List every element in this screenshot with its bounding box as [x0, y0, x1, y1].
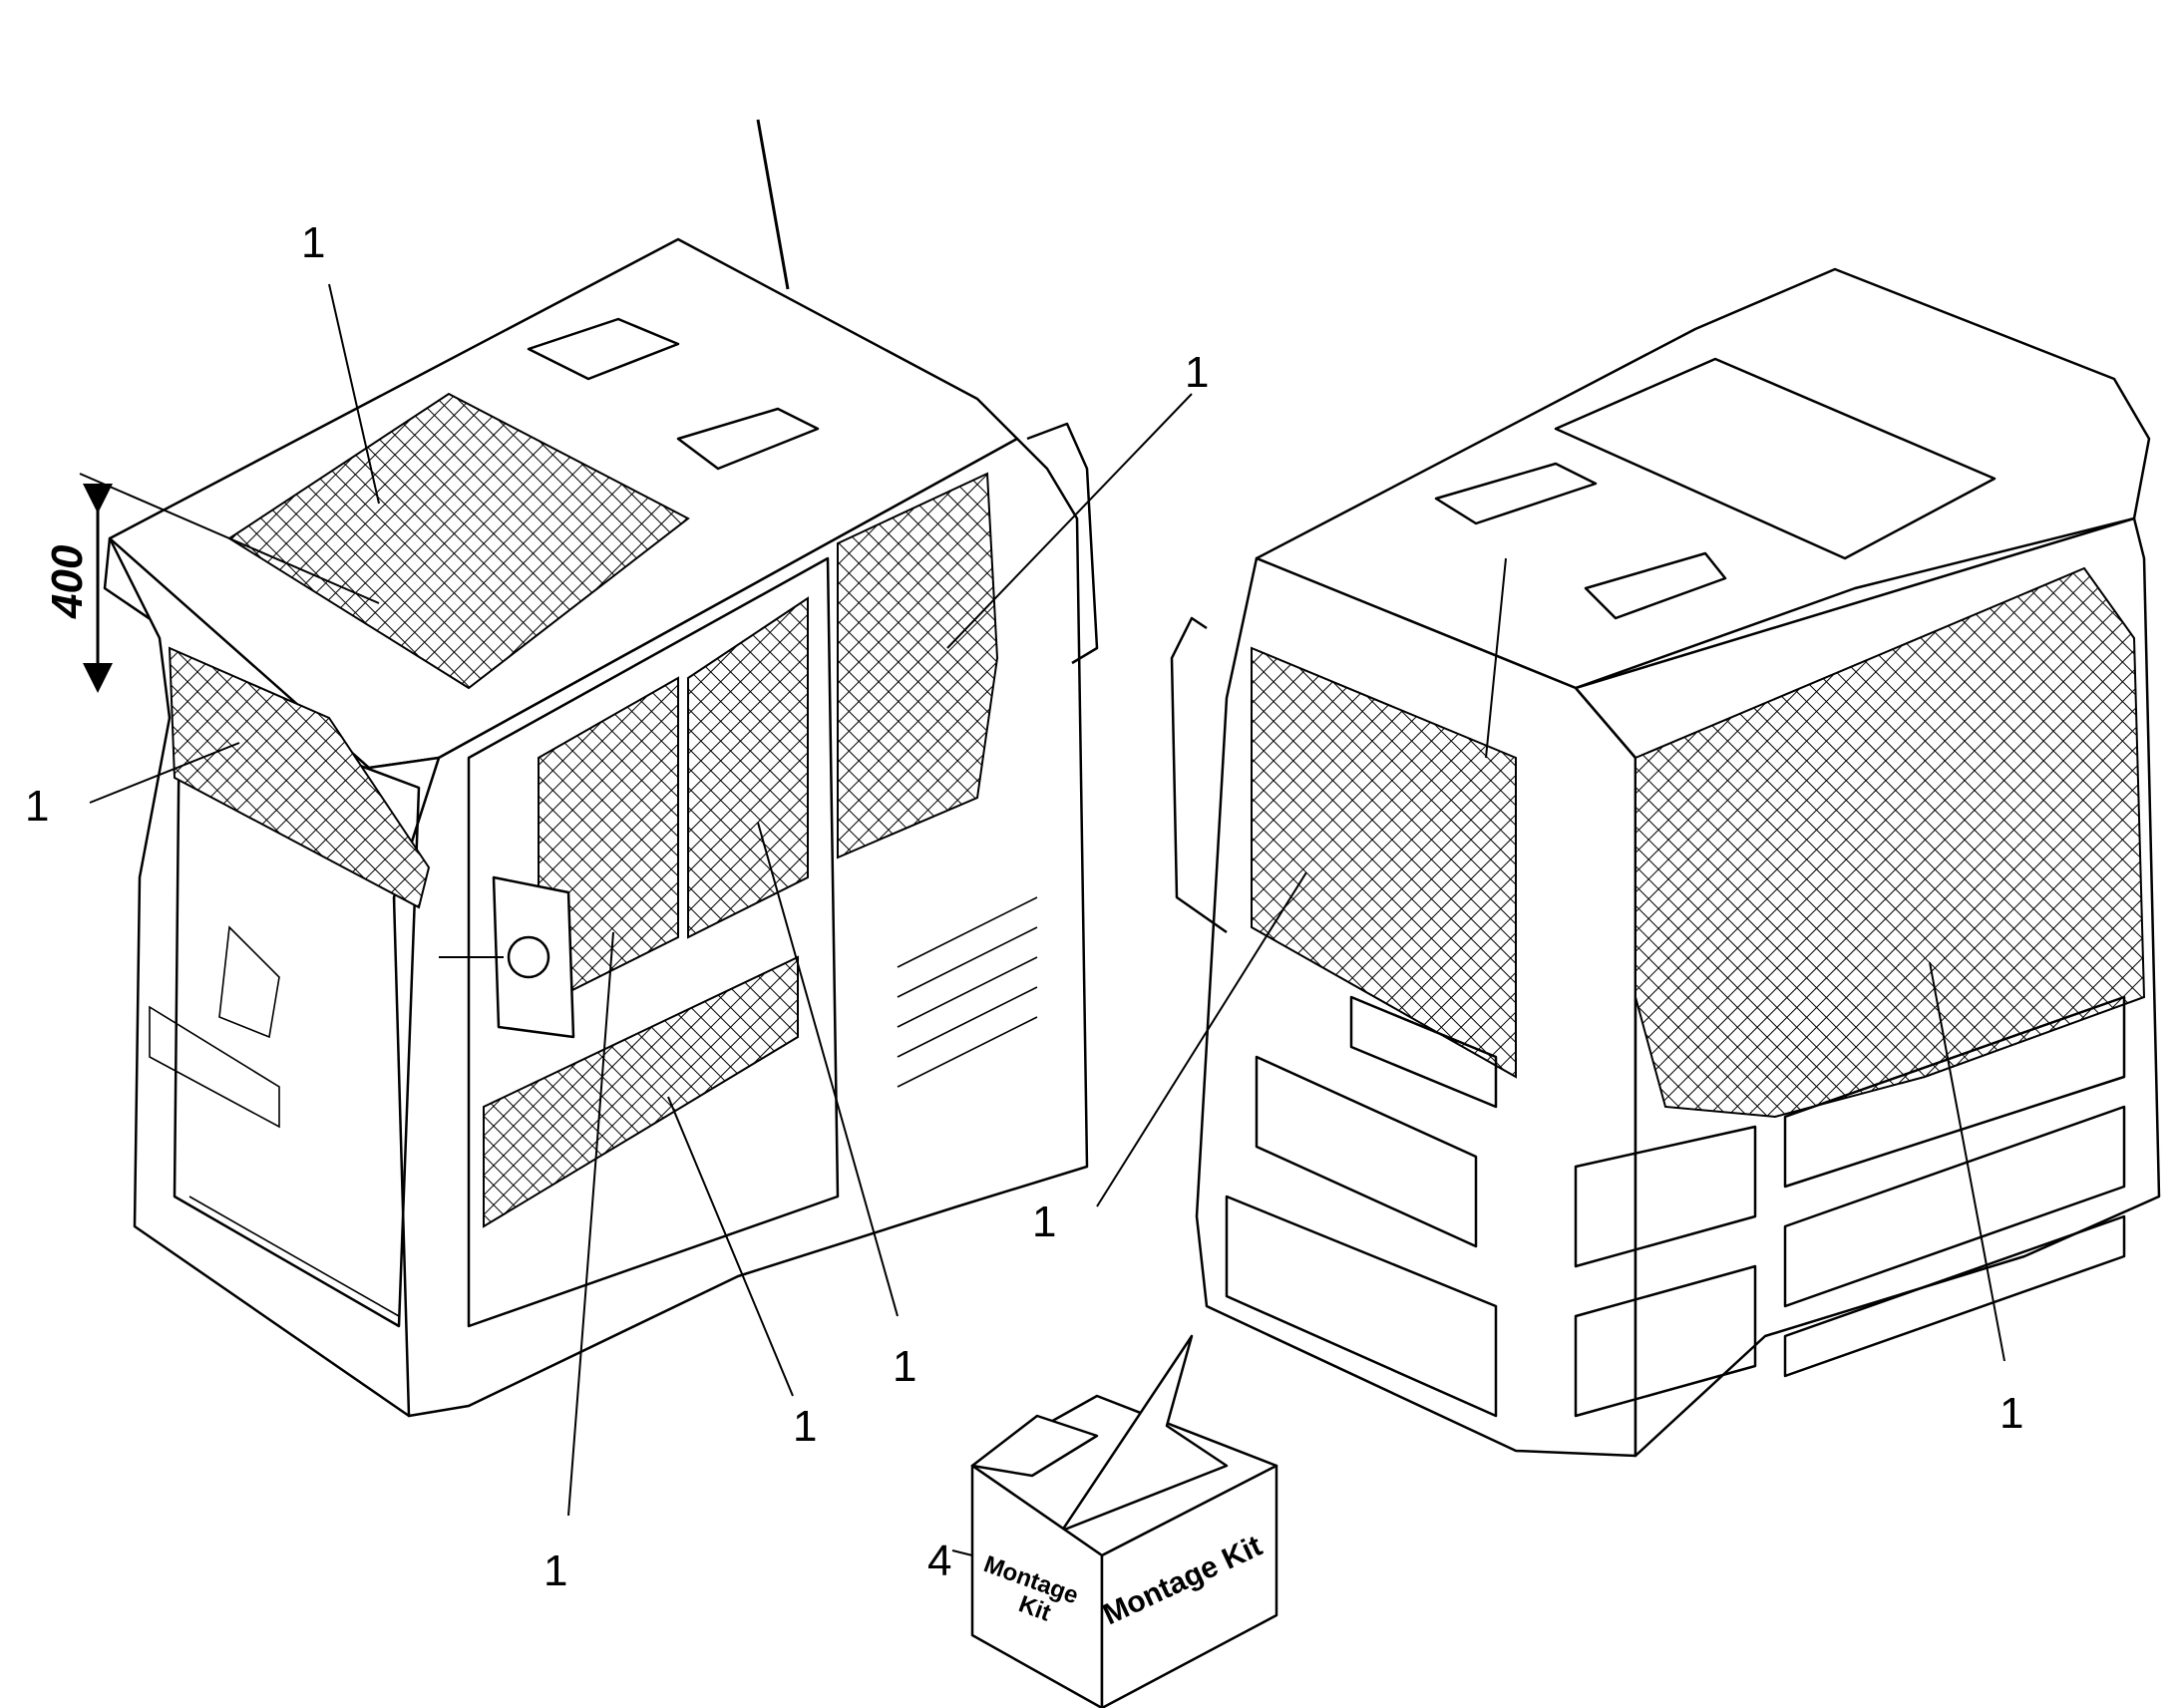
rear-roof-handle-2	[1584, 551, 1727, 620]
callout-door-upper-grille: 1	[544, 1546, 567, 1595]
leader-lines	[89, 283, 2005, 1556]
handrail	[1026, 422, 1099, 665]
roof-handle	[676, 407, 820, 471]
front-upper-grille	[168, 646, 431, 909]
callout-rear-window-grille: 1	[1999, 1389, 2023, 1438]
callout-top-roof-grille: 1	[301, 218, 325, 267]
box-flap-left	[970, 1414, 1099, 1478]
callout-labels: 1 1 1 1 1 1 1 1 4	[25, 218, 2023, 1595]
rear-side-grille	[1251, 646, 1517, 1079]
side-panel-4	[1783, 1105, 2126, 1308]
rear-roof-handle	[1434, 462, 1598, 525]
antenna	[756, 119, 790, 290]
side-panel-5	[1783, 1214, 2126, 1378]
door-lower-grille	[483, 955, 799, 1228]
side-louvres	[897, 896, 1038, 1088]
interior-console	[149, 1005, 280, 1129]
rear-handrail	[1170, 616, 1228, 934]
roof-hatch	[527, 317, 680, 381]
callout-montage-kit-box: 4	[927, 1537, 951, 1585]
interior-seat	[218, 925, 280, 1039]
callout-right-rear-window-grille: 1	[1185, 348, 1209, 397]
callout-door-middle-grille: 1	[893, 1342, 916, 1391]
rear-panel-2	[1255, 1055, 1478, 1248]
cab-rear-view	[1170, 267, 2161, 1458]
mirror-mount	[507, 935, 550, 979]
callout-front-upper-grille: 1	[25, 782, 49, 831]
box-front	[970, 1464, 1104, 1708]
callout-door-lower-grille: 1	[793, 1402, 817, 1451]
roof-window	[1554, 357, 1997, 560]
side-panel-2	[1574, 1264, 1757, 1418]
cab-front-view: 400	[43, 119, 1099, 1418]
dimension-400: 400	[43, 544, 92, 619]
box-flap-right	[1060, 1334, 1229, 1533]
box-side	[1100, 1464, 1278, 1708]
rear-cab-roof	[1255, 267, 2151, 690]
side-window-grille	[837, 472, 999, 859]
rear-panel-1	[1349, 995, 1498, 1109]
montage-kit-box: Montage Kit Montage Kit	[970, 1334, 1278, 1708]
roof-grille	[227, 392, 690, 690]
door-right-grille	[687, 596, 809, 939]
callout-rear-side-grille: 1	[1032, 1197, 1056, 1246]
door-frame	[467, 556, 840, 1328]
side-panel-3	[1783, 995, 2126, 1189]
rear-panel-3	[1225, 1195, 1498, 1418]
rear-window-grille	[1635, 566, 2146, 1119]
side-panel-1	[1574, 1125, 1757, 1268]
